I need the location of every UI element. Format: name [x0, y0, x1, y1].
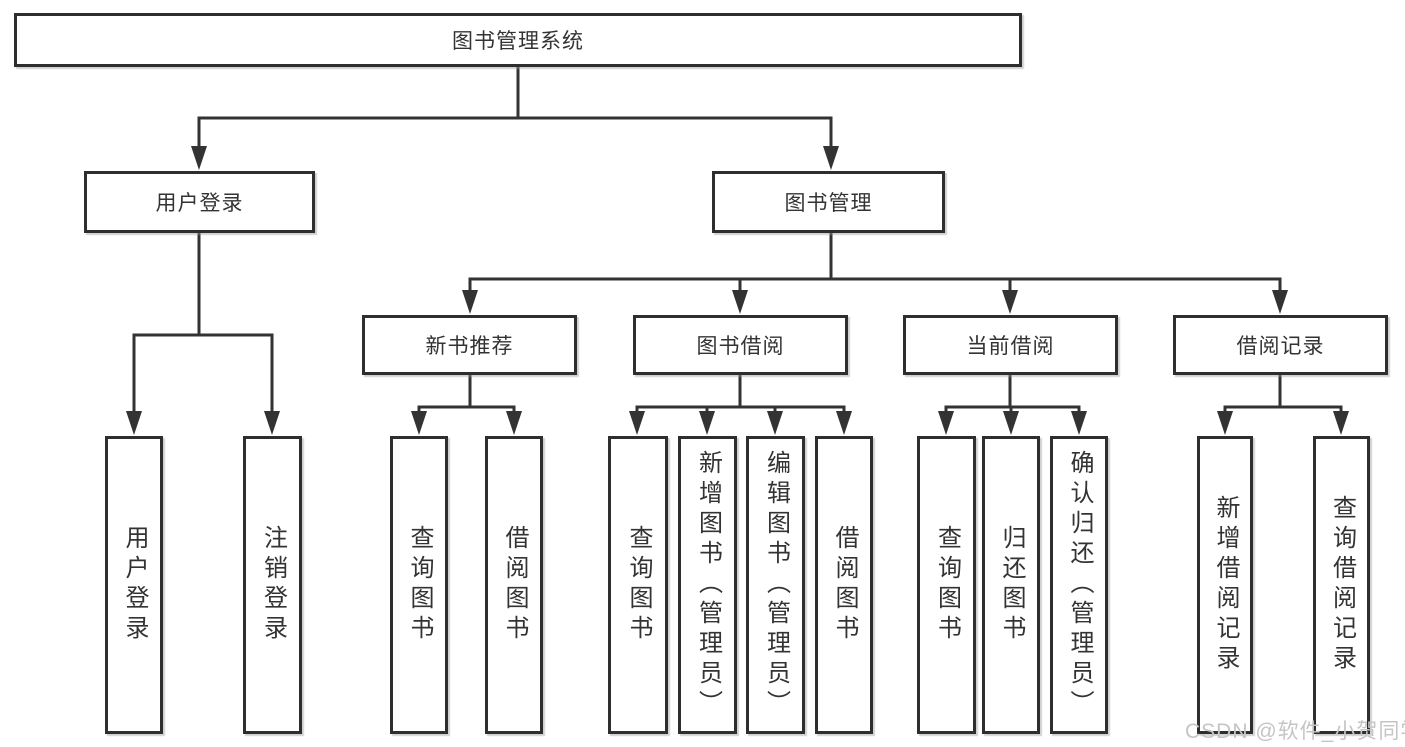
- arrow-down-icon: [767, 411, 783, 435]
- arrow-down-icon: [938, 411, 954, 435]
- connector-new-book-recommend-to-children: [417, 373, 516, 414]
- node-new-book-recommend: 新书推荐: [362, 315, 577, 375]
- arrow-down-icon: [462, 290, 478, 314]
- node-current-borrowing-label: 当前借阅: [966, 335, 1055, 358]
- arrow-down-icon: [836, 411, 852, 435]
- connector-root-to-level2: [197, 65, 833, 149]
- leaf-add-borrow-record: 新增借阅记录: [1197, 436, 1253, 734]
- leaf-current-query-books: 查询图书: [917, 436, 976, 734]
- csdn-watermark: CSDN @软件_小贺同学: [1185, 720, 1405, 743]
- node-book-management-label: 图书管理: [784, 192, 873, 215]
- arrow-down-icon: [1003, 411, 1019, 435]
- leaf-recommend-query-books: 查询图书: [390, 436, 448, 734]
- node-current-borrowing: 当前借阅: [903, 315, 1118, 375]
- arrow-down-icon: [699, 411, 715, 435]
- leaf-label: 查询图书: [625, 525, 652, 645]
- arrowhead-icons: [126, 146, 1349, 435]
- arrow-down-icon: [506, 411, 522, 435]
- node-user-login-label: 用户登录: [155, 192, 244, 215]
- connector-borrow-records-to-children: [1223, 373, 1343, 414]
- connector-user-login-to-children: [132, 231, 274, 414]
- node-borrow-records: 借阅记录: [1173, 315, 1388, 375]
- leaf-label: 新增借阅记录: [1212, 495, 1239, 675]
- node-root-label: 图书管理系统: [452, 30, 584, 53]
- leaf-user-login: 用户登录: [105, 436, 163, 734]
- leaf-return-books: 归还图书: [982, 436, 1040, 734]
- node-new-book-recommend-label: 新书推荐: [425, 335, 514, 358]
- leaf-label: 查询图书: [406, 525, 433, 645]
- arrow-down-icon: [126, 411, 142, 435]
- leaf-label: 查询借阅记录: [1328, 495, 1356, 675]
- leaf-label: 新增图书（管理员）: [694, 450, 722, 720]
- node-root: 图书管理系统: [14, 13, 1022, 67]
- leaf-label: 编辑图书（管理员）: [762, 450, 790, 720]
- leaf-label: 注销登录: [259, 525, 287, 645]
- node-book-borrowing: 图书借阅: [633, 315, 848, 375]
- leaf-label: 查询图书: [933, 525, 961, 645]
- node-borrow-records-label: 借阅记录: [1236, 335, 1325, 358]
- connector-book-borrowing-to-children: [635, 373, 846, 414]
- leaf-query-borrow-record: 查询借阅记录: [1313, 436, 1370, 734]
- leaf-edit-books-admin: 编辑图书（管理员）: [746, 436, 805, 734]
- arrow-down-icon: [1333, 411, 1349, 435]
- arrow-down-icon: [823, 146, 839, 170]
- arrow-down-icon: [1071, 411, 1087, 435]
- leaf-borrowing-query-books: 查询图书: [608, 436, 668, 734]
- arrow-down-icon: [411, 411, 427, 435]
- leaf-add-books-admin: 新增图书（管理员）: [678, 436, 737, 734]
- leaf-label: 归还图书: [998, 525, 1025, 645]
- connector-current-borrowing-to-children: [944, 373, 1081, 414]
- arrow-down-icon: [264, 411, 280, 435]
- arrow-down-icon: [1217, 411, 1233, 435]
- arrow-down-icon: [1002, 290, 1018, 314]
- arrow-down-icon: [191, 146, 207, 170]
- leaf-borrow-books: 借阅图书: [815, 436, 873, 734]
- leaf-label: 借阅图书: [831, 525, 858, 645]
- connector-paths: [132, 65, 1343, 414]
- connector-book-management-to-children: [468, 231, 1282, 293]
- leaf-label: 借阅图书: [501, 525, 528, 645]
- leaf-label: 用户登录: [121, 525, 148, 645]
- arrow-down-icon: [1272, 290, 1288, 314]
- leaf-confirm-return-admin: 确认归还（管理员）: [1050, 436, 1108, 734]
- node-book-borrowing-label: 图书借阅: [696, 335, 785, 358]
- arrow-down-icon: [629, 411, 645, 435]
- leaf-logout: 注销登录: [243, 436, 302, 734]
- leaf-recommend-borrow-books: 借阅图书: [485, 436, 543, 734]
- leaf-label: 确认归还（管理员）: [1066, 450, 1093, 720]
- arrow-down-icon: [732, 290, 748, 314]
- node-book-management: 图书管理: [712, 171, 945, 233]
- node-user-login: 用户登录: [84, 171, 315, 233]
